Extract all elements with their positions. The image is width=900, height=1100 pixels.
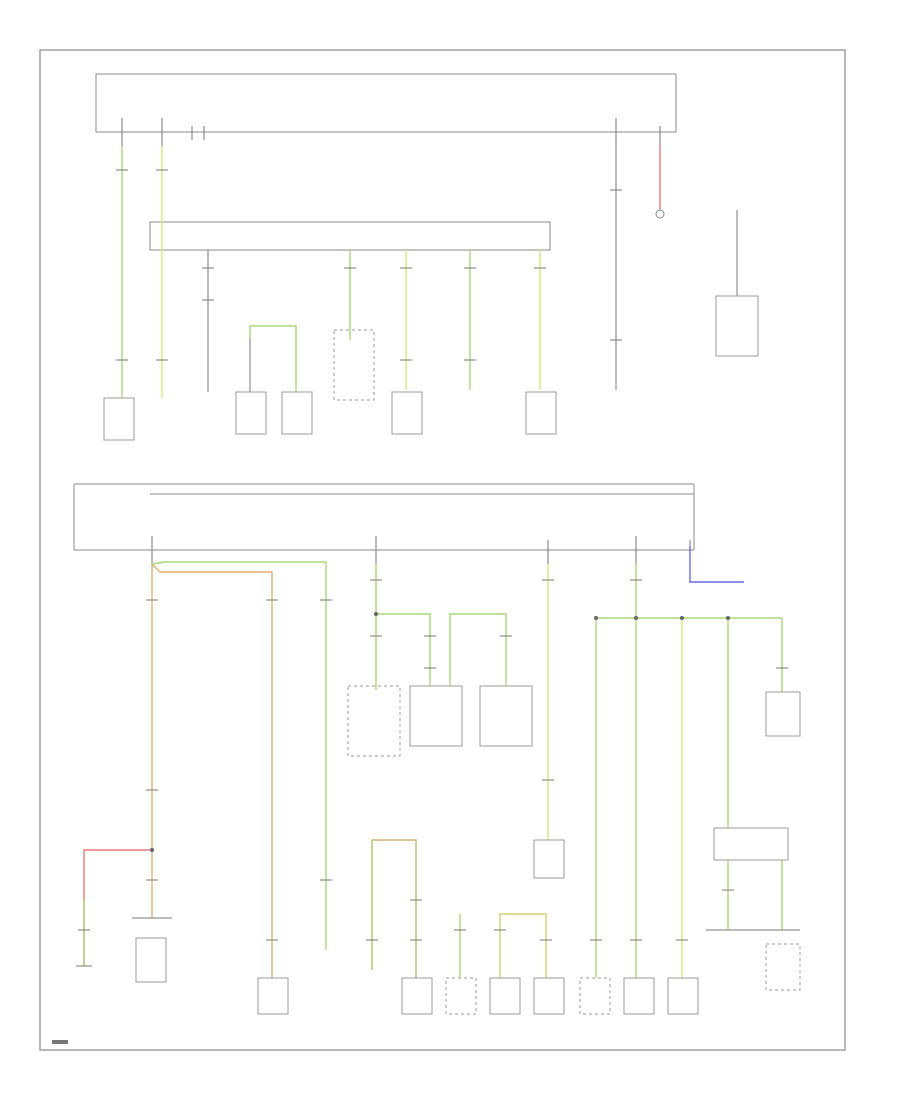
ground-upper-1 <box>655 209 665 219</box>
relay-module-bus <box>149 221 551 251</box>
wire-u10 <box>249 325 297 392</box>
component-l12 <box>533 977 565 1015</box>
component-u5 <box>391 391 423 435</box>
component-l6 <box>713 827 789 861</box>
component-l13 <box>579 977 611 1015</box>
component-l2 <box>409 685 463 747</box>
component-l7 <box>135 937 167 983</box>
wire-l6 <box>376 613 431 690</box>
component-l1 <box>347 685 401 757</box>
component-l9 <box>401 977 433 1015</box>
lower-section <box>73 483 801 1015</box>
wire-l2 <box>151 563 273 978</box>
diagram-frame <box>39 49 846 1051</box>
component-l4 <box>533 839 565 879</box>
wire-l7 <box>449 613 507 690</box>
component-u1 <box>103 397 135 441</box>
component-u4 <box>333 329 375 401</box>
component-u7 <box>715 295 759 357</box>
connector-marks-lower <box>78 579 788 941</box>
component-u6 <box>525 391 557 435</box>
component-l5 <box>765 691 801 737</box>
connector-marks-upper <box>116 169 622 361</box>
fuse-box-left <box>95 73 677 133</box>
component-l3 <box>479 685 533 747</box>
wire-l17 <box>689 546 744 583</box>
component-l16 <box>765 943 801 991</box>
component-l8 <box>257 977 289 1015</box>
component-l15 <box>667 977 699 1015</box>
component-u3 <box>281 391 313 435</box>
footer-mark <box>52 1040 68 1044</box>
component-l14 <box>623 977 655 1015</box>
wire-l20 <box>499 913 547 978</box>
splice-points <box>150 612 730 852</box>
wire-l18 <box>371 839 417 978</box>
component-l10 <box>445 977 477 1015</box>
component-u2 <box>235 391 267 435</box>
component-l11 <box>489 977 521 1015</box>
wire-l3 <box>151 561 327 950</box>
upper-section <box>95 73 759 441</box>
